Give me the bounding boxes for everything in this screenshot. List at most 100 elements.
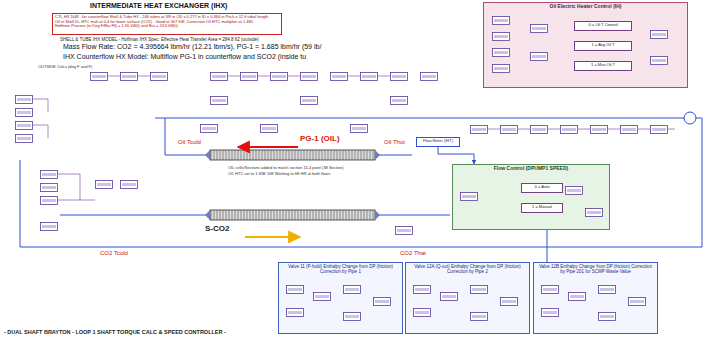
function-block [211,97,228,105]
co2-tube-bundle [210,210,375,220]
function-block [471,126,488,134]
mode-box: 0 = Auto [521,183,563,193]
panel-ground [533,262,658,334]
control-panel: Flow Control (DPUMP1 SPEED)0 = Auto1 = M… [452,164,610,230]
header-symbol [205,150,380,220]
function-block [569,293,586,301]
function-block [531,25,548,33]
node-text: 1 = Max Oil T [577,63,629,68]
loop-wire [165,118,210,155]
annotation-label: CO2 That [400,250,426,257]
function-block [374,298,391,306]
connector [547,230,548,262]
node-text: 1 = Manual [524,205,560,210]
valve-panel: Valve 11 (P-hold) Enthalpy Change from D… [278,262,403,334]
function-block [591,126,608,134]
function-block [414,286,431,294]
function-block [471,286,488,294]
function-block [651,57,668,65]
function-block [542,309,559,317]
flow-arrow [238,146,298,148]
annotation-label: OUTSIDE Calcs (deg F and F) [38,65,92,70]
function-block [471,313,488,321]
function-block [586,209,603,217]
function-block [651,31,668,39]
function-block [391,97,408,105]
diagram-title: INTERMEDIATE HEAT EXCHANGER (IHX) [90,2,227,10]
function-block [493,49,510,57]
function-block [287,286,304,294]
annotation-label: S-CO2 [205,224,229,233]
mode-box: 1 = Max Oil T [574,61,632,71]
annotation-label: Oil Thot [384,139,405,146]
mode-box: 1 = Manual [521,203,563,213]
function-blocks [16,17,668,321]
node-text: Oil Electric Heater Control (IH) [486,4,685,10]
node-text: Hoffman Process (in Deg F/Btu Fll) = 1.9… [55,24,279,29]
signal-wire [33,99,95,200]
function-block [201,125,218,133]
annotation-label: Mass Flow Rate: CO2 = 4.395664 lbm/hr (1… [63,43,321,51]
function-block [151,73,168,81]
function-block [391,73,408,81]
function-block [599,313,616,321]
loop-wire [375,155,412,156]
oil-tube-bundle [210,150,375,160]
function-block [121,181,138,189]
function-block [331,73,348,81]
function-block [621,126,638,134]
function-block [91,73,108,81]
mode-box: 1 = Avg Oil T [574,41,632,51]
node-text: 1 = Avg Oil T [577,43,629,48]
connector [438,147,474,164]
meter-box: Flow Meter (IHT) [416,137,460,147]
function-block [211,73,228,81]
function-block [314,293,331,301]
function-block [441,293,458,301]
annotation-label: Oil, HTC set to 1.85E 168 Working to 6E … [228,172,330,177]
function-block [261,125,278,133]
node-text: 0 = Auto [524,185,560,190]
function-block [542,286,559,294]
function-block [421,73,438,81]
flow-arrow [245,236,300,238]
function-block [361,73,378,81]
function-block [241,73,258,81]
function-block [121,73,138,81]
function-block [599,286,616,294]
function-block [629,298,646,306]
function-block [301,97,318,105]
note-box: CTL-HX 1kW - for counterflow Shell & Tub… [52,13,282,35]
function-block [493,65,510,73]
function-block [493,33,510,41]
function-block [271,73,288,81]
function-block [41,223,58,231]
function-block [41,171,58,179]
function-block [16,109,33,117]
function-block [396,227,413,235]
panel-ground [278,262,403,334]
panel-ground [452,164,610,230]
function-block [41,184,58,192]
function-block [414,309,431,317]
node-text: Valve 11 (P-hold) Enthalpy Change from D… [281,264,400,274]
function-block [344,313,361,321]
function-block [501,298,518,306]
node-text: Valve 12B Enthalpy Change from DP (frict… [536,264,655,274]
function-block [651,126,668,134]
valve-panel: Valve 12B Enthalpy Change from DP (frict… [533,262,658,334]
mode-box: 0 = Oil T Control [574,21,632,31]
function-block [461,193,478,201]
function-block [16,96,33,104]
function-block [16,122,33,130]
function-block [344,286,361,294]
function-block [41,197,58,205]
annotation-label: SHELL & TUBE IHX MODEL - Hoffman IHX Spe… [60,37,259,42]
annotation-label: IHX Counterflow HX Model: Multiflow PG-1… [63,53,306,61]
annotation-label: - DUAL SHAFT BRAYTON - LOOP 1 SHAFT TORQ… [4,329,226,335]
pump-symbol [684,112,696,124]
annotation-label: CO2 Tcold [100,250,128,257]
